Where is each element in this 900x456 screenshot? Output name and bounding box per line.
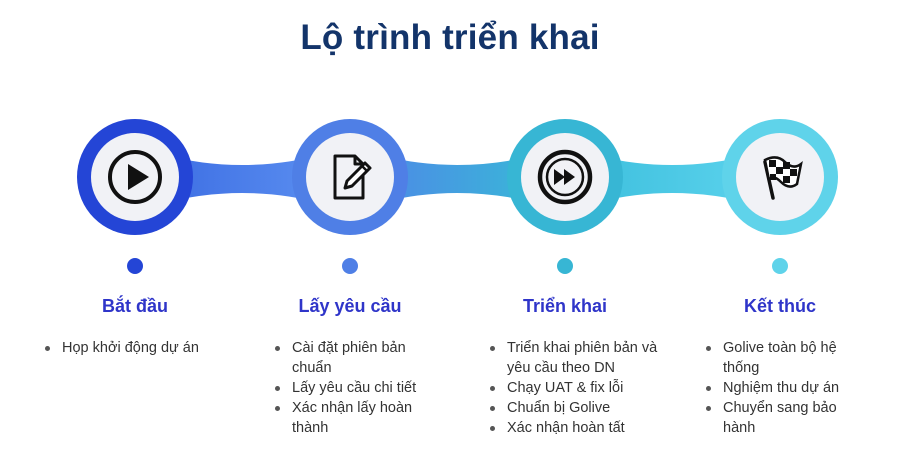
stage-dot-3	[557, 258, 573, 274]
page-title: Lộ trình triển khai	[300, 18, 600, 57]
list-item: Golive toàn bộ hệ thống	[706, 338, 866, 378]
checkered-flag-icon	[745, 142, 815, 212]
stage-1-list: Họp khởi động dự án	[45, 338, 225, 358]
stage-title-1: Bắt đầu	[101, 296, 168, 316]
stage-title-4: Kết thúc	[744, 296, 816, 316]
connector-2-3	[375, 154, 540, 204]
list-item: Xác nhận hoàn tất	[490, 418, 665, 438]
stage-2-list: Cài đặt phiên bản chuẩn Lấy yêu cầu chi …	[275, 338, 435, 438]
fast-forward-icon	[530, 142, 600, 212]
list-item: Xác nhận lấy hoàn thành	[275, 398, 435, 438]
list-item: Chạy UAT & fix lỗi	[490, 378, 665, 398]
list-item: Lấy yêu cầu chi tiết	[275, 378, 435, 398]
stage-title-3: Triển khai	[522, 296, 608, 316]
stage-dot-2	[342, 258, 358, 274]
stage-dot-1	[127, 258, 143, 274]
list-item: Họp khởi động dự án	[45, 338, 225, 358]
list-item: Chuẩn bị Golive	[490, 398, 665, 418]
list-item: Triển khai phiên bản và yêu cầu theo DN	[490, 338, 665, 378]
connector-3-4	[590, 154, 755, 204]
list-item: Cài đặt phiên bản chuẩn	[275, 338, 435, 378]
list-item: Nghiệm thu dự án	[706, 378, 866, 398]
stage-4-list: Golive toàn bộ hệ thống Nghiệm thu dự án…	[706, 338, 866, 438]
edit-document-icon	[315, 142, 385, 212]
stage-3-list: Triển khai phiên bản và yêu cầu theo DN …	[490, 338, 665, 438]
stage-dot-4	[772, 258, 788, 274]
stage-title-2: Lấy yêu cầu	[298, 296, 402, 316]
list-item: Chuyển sang bảo hành	[706, 398, 866, 438]
play-icon	[100, 142, 170, 212]
connector-1-2	[160, 154, 325, 204]
